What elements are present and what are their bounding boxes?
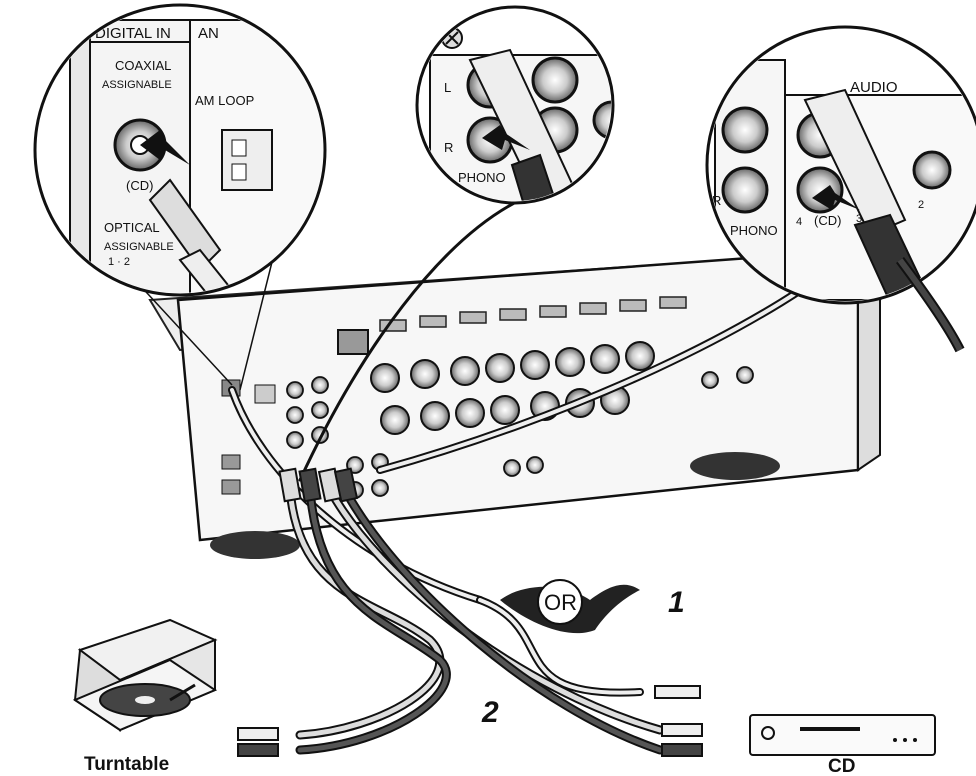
turntable-device: Turntable [72,618,218,775]
turntable-label: Turntable [84,754,169,775]
insert-arrow-icon [812,185,860,210]
am-loop-label: AM LOOP [195,93,254,108]
assignable-label: ASSIGNABLE [102,79,172,91]
phono-r-label: R [444,140,453,155]
receiver-plugs [278,467,359,503]
cd-player-device: CD [749,714,936,776]
hdmi-ports [379,296,687,332]
step-1-label: 1 [668,586,685,619]
audio-r-label: R [712,193,721,208]
zoom-phono: L R PHONO 4 3 [415,5,615,205]
cd-device-label: CD [828,756,855,776]
audio-header: AUDIO [850,79,898,96]
optical-assignable-label: ASSIGNABLE [104,241,174,253]
coaxial-label: COAXIAL [115,58,171,73]
audio-phono-label: PHONO [730,223,778,238]
turntable-plugs [237,727,279,757]
optical-nums: 1 · 2 [108,256,130,268]
audio-n2: 2 [918,199,924,211]
rca-inputs [286,376,544,499]
audio-n4: 4 [796,216,802,228]
optical-label: OPTICAL [104,220,160,235]
cables [228,198,884,755]
or-label: OR [544,590,577,615]
cd-label: (CD) [126,178,153,193]
insert-arrow-icon [140,130,190,165]
cd-plugs [654,685,703,757]
an-header: AN [198,25,219,42]
cd-r-jack [796,166,844,214]
phono-l-label: L [444,80,451,95]
phono-label: PHONO [458,170,506,185]
step-2-label: 2 [481,696,499,729]
digital-in-header: DIGITAL IN [95,25,171,42]
av-receiver [148,248,902,559]
audio-cd-label: (CD) [814,213,841,228]
network-port [337,329,369,355]
audio-n3: 3 [856,213,862,225]
or-callout: OR [500,579,640,634]
insert-arrow-icon [482,125,530,150]
